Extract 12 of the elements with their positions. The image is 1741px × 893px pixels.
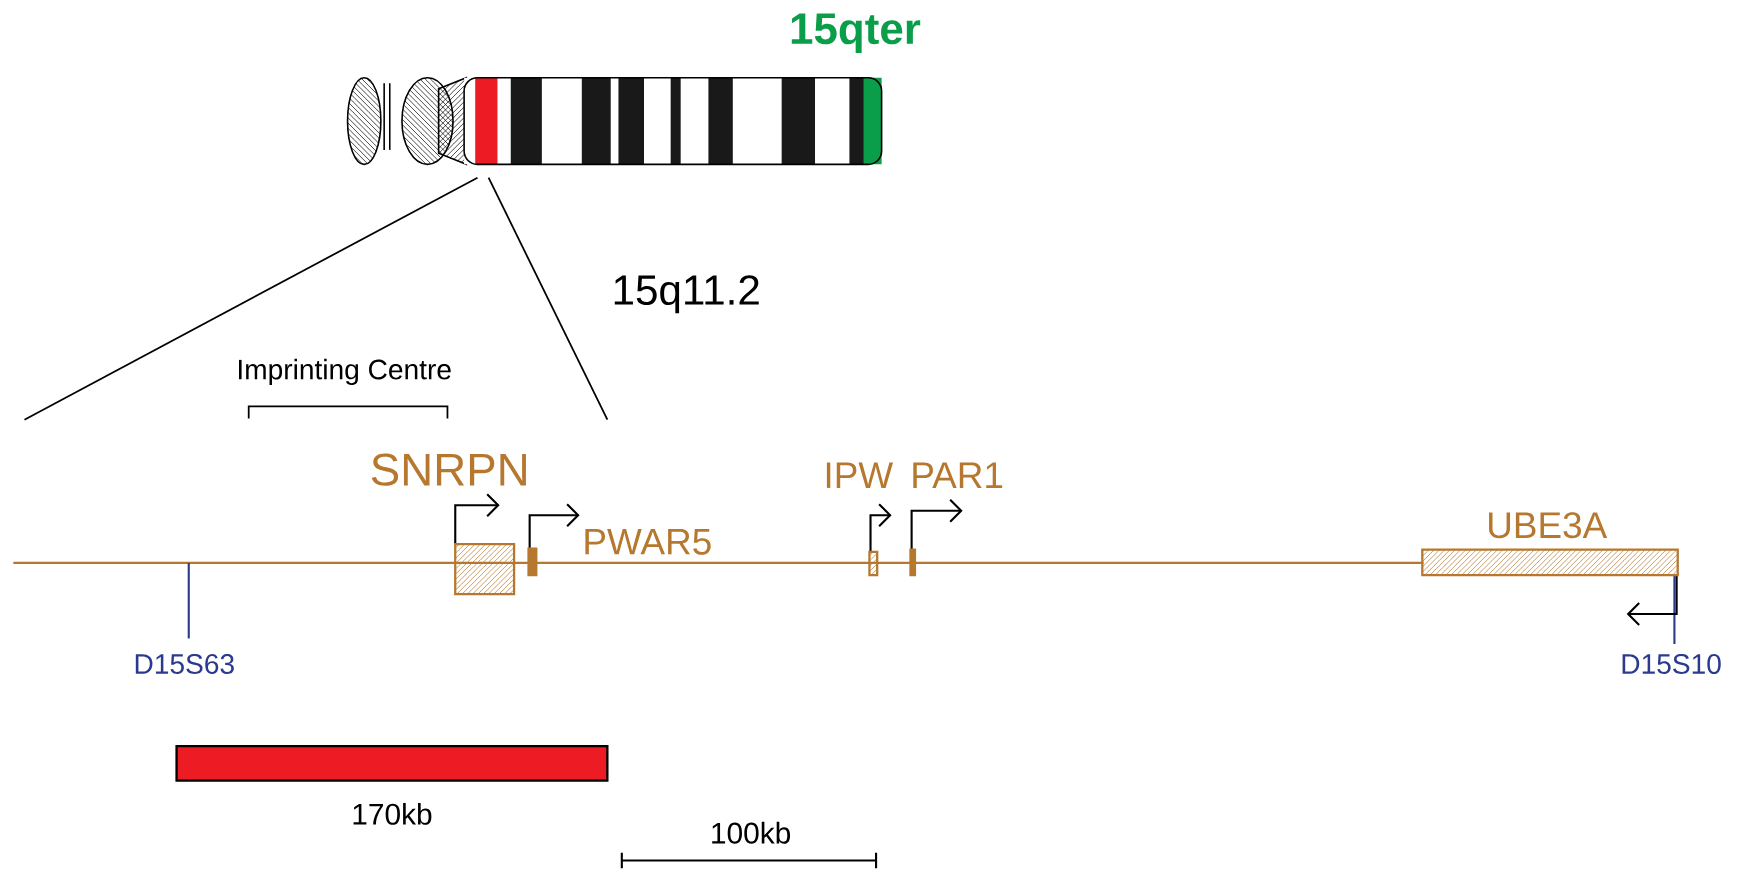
scale-label: 100kb xyxy=(712,821,791,844)
region-label: Imprinting Centre xyxy=(238,359,451,386)
bar-label: 170kb xyxy=(353,803,432,825)
gene-label: UBE3A xyxy=(1489,512,1608,539)
marker-label: D15S10 xyxy=(1622,654,1721,675)
chromosome-end-label: 15qter xyxy=(791,13,921,54)
gene-label: SNRPN xyxy=(371,453,526,486)
marker-label: D15S63 xyxy=(135,654,234,675)
band-label: 15q11.2 xyxy=(614,275,759,314)
gene-label: PWAR5 xyxy=(585,529,711,555)
gene-label: IPW xyxy=(826,462,894,489)
gene-label: PAR1 xyxy=(913,462,1003,489)
